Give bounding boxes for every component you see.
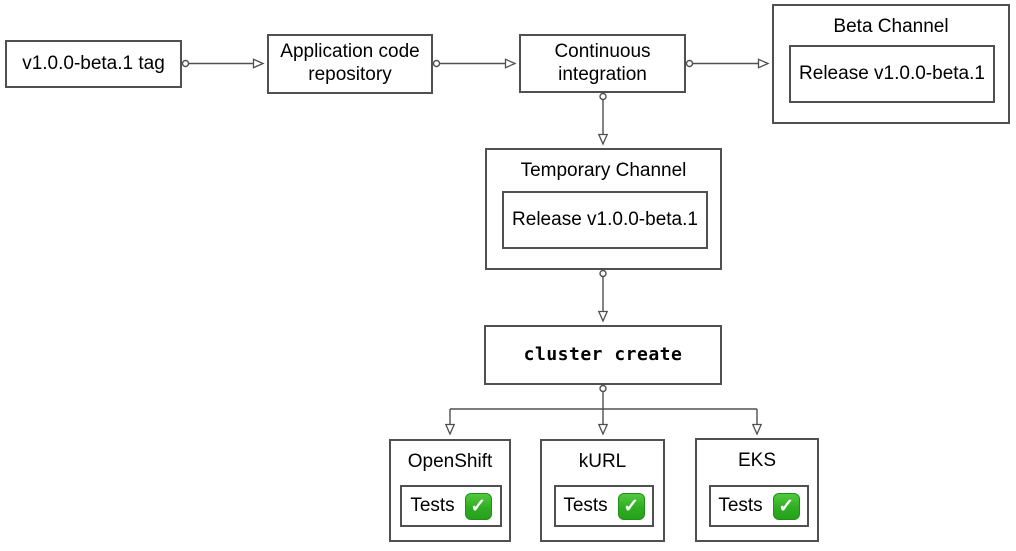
- node-cluster-create: cluster create: [484, 325, 722, 385]
- openshift-tests-label: Tests: [410, 495, 455, 516]
- node-temporary-channel: Temporary Channel Release v1.0.0-beta.1: [485, 148, 722, 270]
- node-eks: EKS Tests ✓: [695, 438, 819, 542]
- check-icon: ✓: [617, 492, 645, 520]
- node-repo-label: Application code repository: [280, 41, 420, 85]
- node-continuous-integration: Continuous integration: [519, 34, 686, 93]
- check-icon: ✓: [464, 492, 492, 520]
- node-tag-label: v1.0.0-beta.1 tag: [22, 52, 165, 74]
- openshift-tests-box: Tests ✓: [400, 485, 502, 527]
- kurl-tests-label: Tests: [563, 495, 608, 516]
- beta-channel-release-label: Release v1.0.0-beta.1: [799, 63, 985, 84]
- eks-tests-label: Tests: [718, 495, 763, 516]
- beta-channel-title: Beta Channel: [833, 16, 949, 37]
- temporary-channel-title: Temporary Channel: [520, 160, 687, 181]
- node-ci-label: Continuous integration: [554, 40, 651, 85]
- openshift-title: OpenShift: [407, 451, 493, 472]
- temporary-channel-release-label: Release v1.0.0-beta.1: [512, 209, 698, 230]
- check-icon: ✓: [772, 492, 800, 520]
- node-application-code-repository: Application code repository: [267, 34, 433, 94]
- node-kurl: kURL Tests ✓: [540, 439, 665, 542]
- node-tag: v1.0.0-beta.1 tag: [5, 40, 182, 88]
- kurl-tests-box: Tests ✓: [554, 485, 654, 527]
- temporary-channel-release-box: Release v1.0.0-beta.1: [502, 191, 708, 249]
- eks-title: EKS: [737, 450, 777, 471]
- node-beta-channel: Beta Channel Release v1.0.0-beta.1: [772, 4, 1010, 124]
- node-openshift: OpenShift Tests ✓: [389, 439, 511, 542]
- cluster-create-label: cluster create: [523, 344, 683, 366]
- beta-channel-release-box: Release v1.0.0-beta.1: [789, 45, 995, 103]
- kurl-title: kURL: [578, 451, 627, 472]
- eks-tests-box: Tests ✓: [709, 485, 809, 527]
